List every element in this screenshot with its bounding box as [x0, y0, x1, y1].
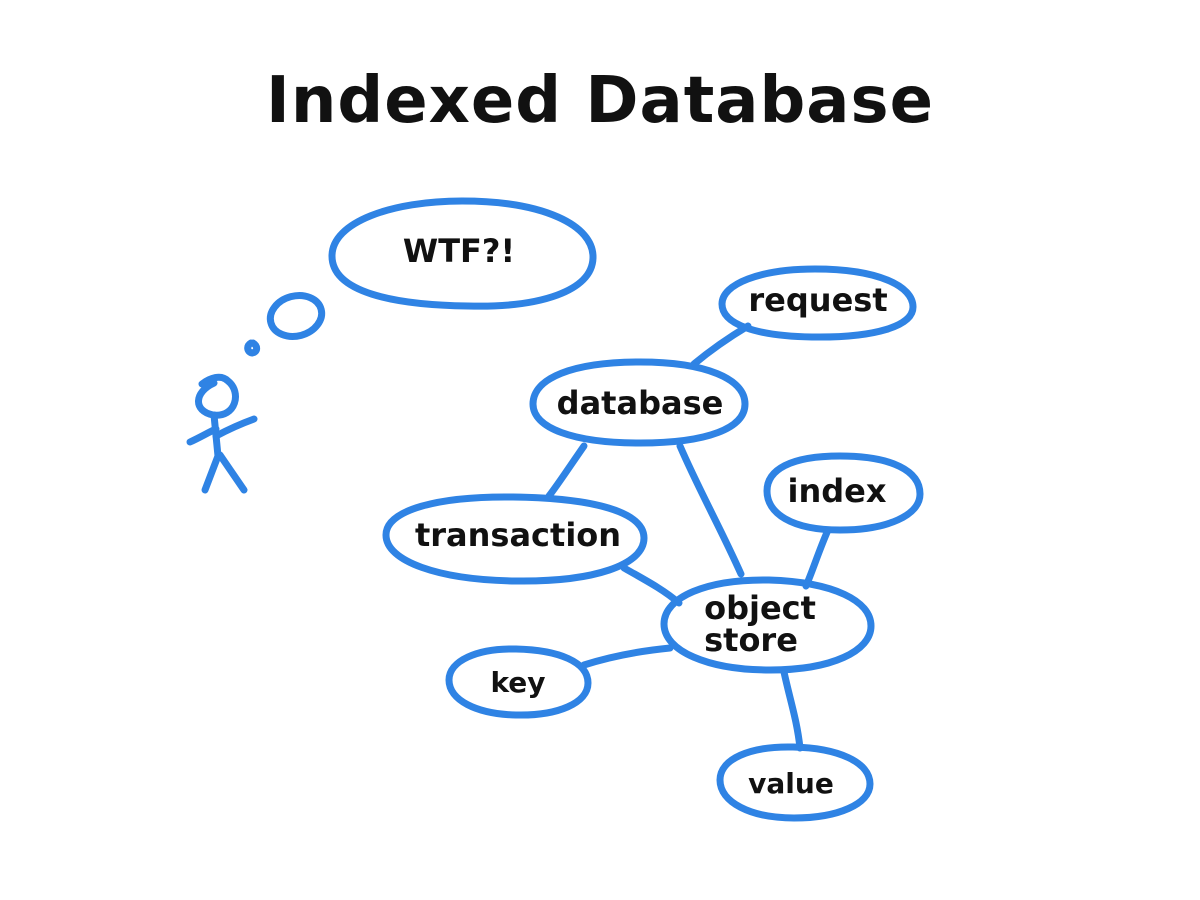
edge-index-object-store	[802, 526, 832, 590]
node-request-label: request	[748, 281, 887, 319]
stick-figure-icon	[186, 373, 258, 494]
node-value-label: value	[748, 767, 834, 800]
thought-dot-small	[244, 339, 261, 357]
edges	[545, 322, 832, 752]
edge-object-store-value	[780, 668, 804, 752]
node-transaction-label: transaction	[415, 516, 621, 554]
node-index: index	[763, 452, 924, 534]
thought-dot-medium	[266, 292, 326, 340]
node-database-label: database	[557, 384, 724, 422]
node-transaction: transaction	[382, 493, 648, 585]
edge-database-request	[690, 322, 752, 368]
node-database: database	[529, 358, 749, 447]
node-object-store-label-line1: object	[704, 589, 816, 627]
node-key-label: key	[490, 666, 545, 699]
node-key: key	[445, 645, 592, 719]
thought-bubble: WTF?!	[244, 197, 597, 357]
node-object-store-label-line2: store	[704, 621, 798, 659]
edge-transaction-object-store	[620, 564, 683, 607]
edge-database-object-store	[676, 442, 745, 578]
node-request: request	[718, 265, 917, 341]
page-title: Indexed Database	[266, 64, 934, 138]
node-value: value	[716, 743, 874, 822]
thought-text: WTF?!	[403, 232, 515, 270]
thought-bubble-main	[328, 197, 597, 310]
edge-key-object-store	[580, 644, 674, 669]
node-index-label: index	[788, 472, 887, 510]
node-object-store: object store	[660, 576, 875, 674]
edge-database-transaction	[545, 442, 588, 500]
